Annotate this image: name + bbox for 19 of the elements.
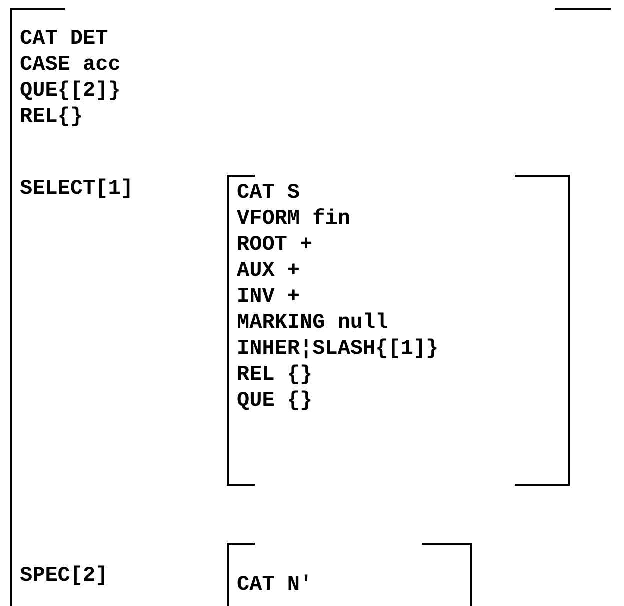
feature-value-text: CAT DET: [20, 28, 108, 52]
feature-value-text: AUX +: [237, 260, 300, 284]
feature-value-text: REL{}: [20, 106, 84, 130]
feature-value-text: SELECT[1]: [20, 178, 134, 202]
feature-value-text: QUE {}: [237, 390, 313, 414]
feature-value-text: CASE acc: [20, 54, 121, 78]
feature-value-text: REL {}: [237, 364, 313, 388]
feature-value-text: ROOT +: [237, 234, 313, 258]
attribute-value-matrix: [227, 543, 472, 606]
feature-value-text: INHER¦SLASH{[1]}: [237, 338, 439, 362]
feature-value-text: VFORM fin: [237, 208, 350, 232]
attribute-value-matrix: [227, 175, 570, 486]
feature-value-text: CAT S: [237, 182, 300, 206]
feature-value-text: INV +: [237, 286, 300, 310]
feature-value-text: MARKING null: [237, 312, 388, 336]
feature-value-text: QUE{[2]}: [20, 80, 121, 104]
feature-value-text: CAT N′: [237, 574, 313, 598]
attribute-value-matrix: [10, 8, 612, 606]
feature-value-text: SPEC[2]: [20, 565, 108, 589]
